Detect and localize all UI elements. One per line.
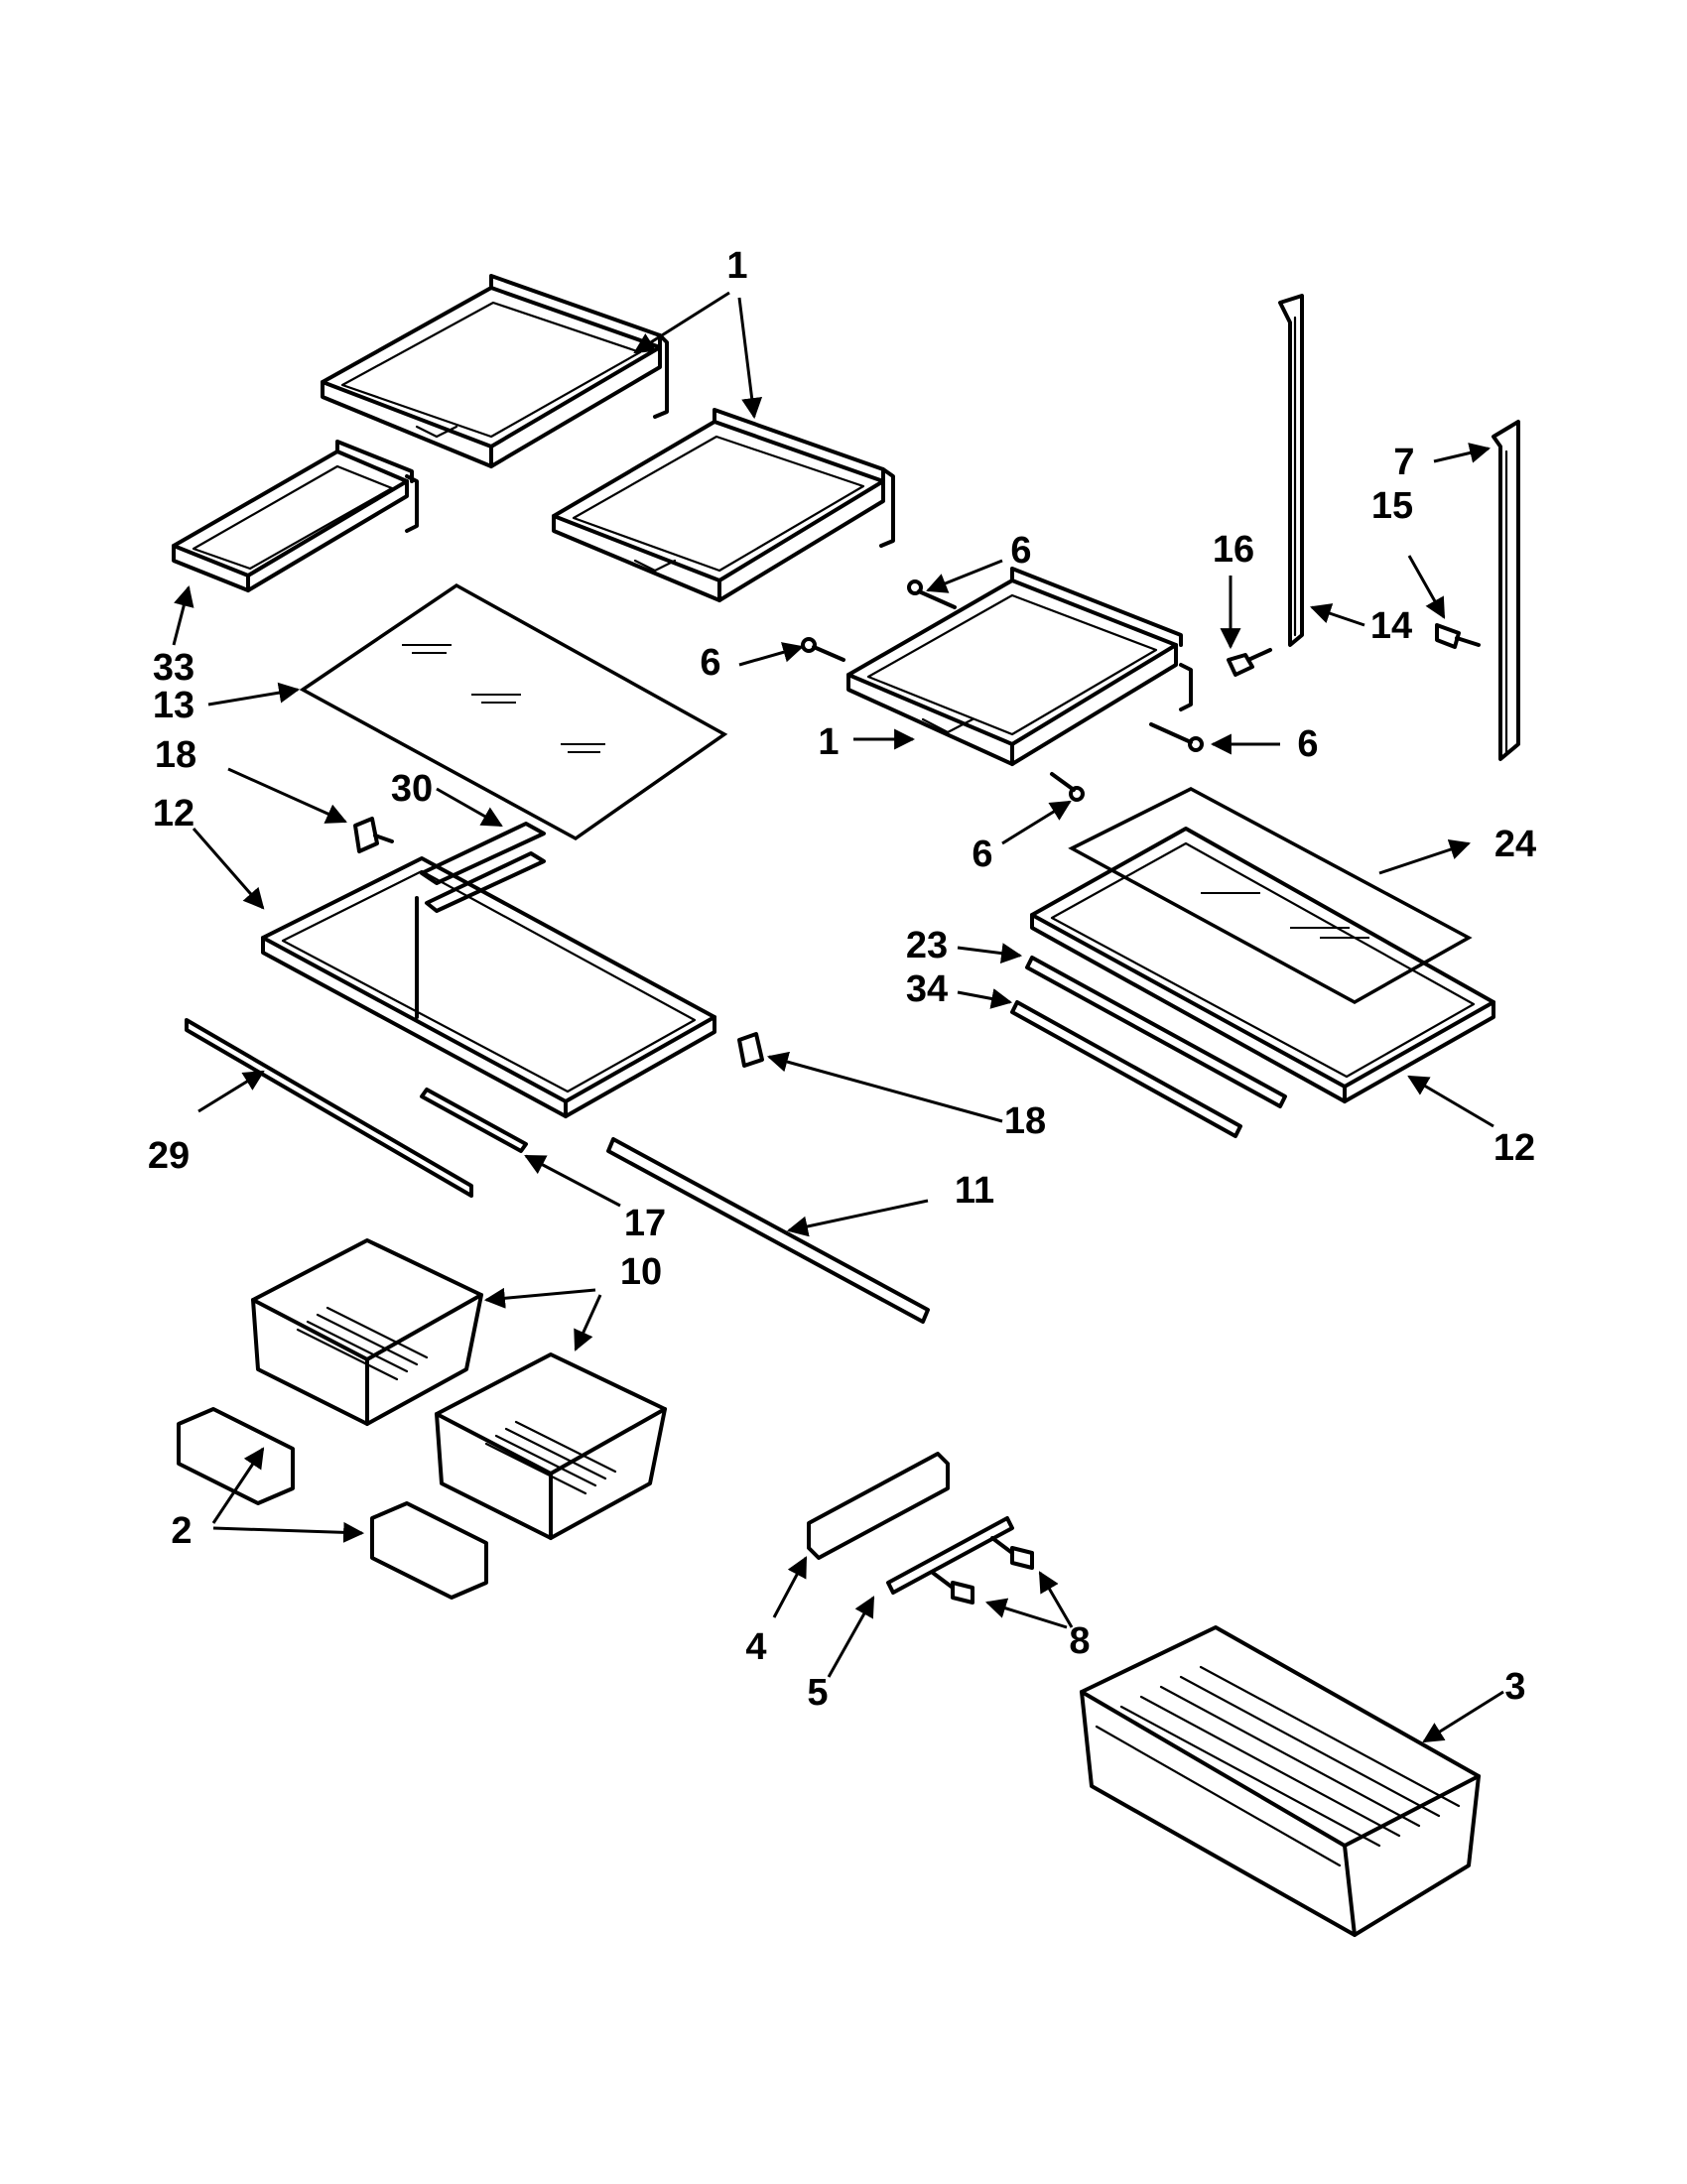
callout-6a: 6	[1010, 530, 1031, 572]
part-frame-12-left	[261, 856, 716, 1118]
callout-6d: 6	[972, 834, 992, 875]
callout-34: 34	[906, 968, 948, 1010]
part-screws-8	[931, 1536, 1034, 1605]
part-screw-15	[1435, 623, 1481, 649]
part-shelf-top-right	[552, 408, 895, 602]
part-shelf-top-left	[321, 274, 669, 468]
callout-12a: 12	[153, 793, 195, 835]
callout-4: 4	[745, 1626, 766, 1668]
part-rail-7	[1492, 420, 1520, 761]
part-clip-18-left	[353, 817, 394, 853]
callout-23: 23	[906, 925, 948, 966]
part-shelf-middle-right	[846, 567, 1193, 766]
callout-2: 2	[171, 1510, 192, 1552]
callout-1a: 1	[726, 245, 747, 287]
callout-3: 3	[1504, 1666, 1525, 1708]
callout-labels: 1 1 2 3 4 5 6 6 6 6 7 8 10 11 12 12 13 1…	[148, 245, 1536, 1714]
callout-24: 24	[1494, 824, 1536, 865]
part-crisper-drawer-10-right	[435, 1352, 667, 1540]
part-rod-11	[606, 1137, 930, 1324]
callout-6c: 6	[1297, 723, 1318, 765]
part-screws-6	[801, 579, 1204, 802]
callout-18b: 18	[1004, 1100, 1046, 1142]
callout-5: 5	[807, 1672, 828, 1714]
part-trim-29	[185, 1018, 473, 1198]
part-clip-18-right	[737, 1032, 764, 1068]
part-shelf-small-33	[172, 440, 419, 592]
part-slide-17	[420, 1088, 528, 1153]
part-handle-2-right	[370, 1501, 488, 1600]
callout-33: 33	[153, 647, 195, 689]
callout-18a: 18	[155, 734, 196, 776]
callout-1b: 1	[818, 721, 839, 763]
part-freezer-basket-3	[1080, 1625, 1481, 1937]
part-frame-12-right	[1030, 827, 1495, 1103]
callout-30: 30	[391, 768, 433, 810]
part-rail-14	[1278, 294, 1304, 647]
part-trim-34	[1010, 1000, 1242, 1138]
part-slide-30	[420, 822, 546, 913]
callout-16: 16	[1213, 529, 1254, 571]
callout-6b: 6	[700, 642, 720, 684]
callout-8: 8	[1069, 1620, 1090, 1662]
callout-15: 15	[1371, 485, 1413, 527]
part-glass-shelf-24	[1068, 787, 1473, 1005]
part-glass-shelf-13	[299, 582, 728, 841]
callout-29: 29	[148, 1135, 190, 1177]
part-slide-4	[807, 1452, 950, 1560]
leader-lines	[172, 291, 1504, 1743]
callout-11: 11	[955, 1170, 994, 1212]
part-handle-2-left	[177, 1407, 295, 1505]
callout-13: 13	[153, 685, 195, 726]
part-slide-5	[886, 1516, 1014, 1595]
part-crisper-drawer-10-left	[251, 1238, 483, 1426]
callout-12b: 12	[1493, 1127, 1535, 1169]
callout-17: 17	[624, 1203, 666, 1244]
callout-7: 7	[1393, 442, 1414, 483]
part-trim-23	[1025, 956, 1287, 1108]
callout-14: 14	[1370, 605, 1412, 647]
callout-10: 10	[620, 1251, 662, 1293]
part-screw-16	[1227, 648, 1272, 677]
